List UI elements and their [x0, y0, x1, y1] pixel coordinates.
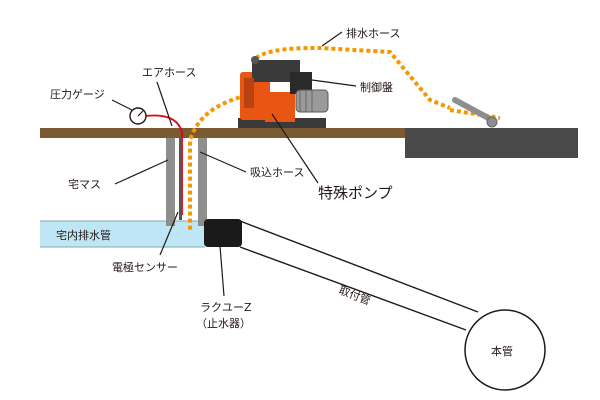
label-drain-hose: 排水ホース — [346, 26, 400, 40]
leader-lines — [111, 31, 357, 297]
house-drain-pipe — [40, 221, 205, 247]
main-pipe — [464, 309, 546, 391]
label-house-basin: 宅マス — [68, 177, 101, 191]
suction-hose — [188, 90, 261, 230]
branch-pipe — [239, 220, 479, 331]
label-water-stop: （止水器） — [196, 317, 251, 330]
road-surface — [405, 128, 578, 158]
label-main-pipe: 本管 — [491, 344, 513, 358]
special-pump — [238, 56, 329, 128]
pressure-gauge-icon — [129, 107, 147, 125]
label-air-hose: エアホース — [142, 66, 196, 79]
label-suction-hose: 吸込ホース — [250, 166, 304, 179]
air-hose — [144, 114, 183, 215]
label-rakuyu-z: ラクユーZ — [200, 301, 252, 314]
label-house-drain-pipe: 宅内排水管 — [56, 228, 111, 242]
electrode-sensor — [179, 138, 182, 220]
drain-hose — [254, 45, 501, 128]
label-control-panel: 制御盤 — [360, 80, 393, 94]
label-pressure-gauge: 圧力ゲージ — [50, 88, 105, 101]
ground-surface — [40, 128, 405, 138]
rakuyu-z-plug — [204, 219, 242, 247]
label-electrode-sensor: 電極センサー — [112, 260, 178, 274]
house-basin — [166, 138, 207, 232]
control-panel — [290, 72, 312, 94]
label-special-pump: 特殊ポンプ — [318, 184, 393, 202]
